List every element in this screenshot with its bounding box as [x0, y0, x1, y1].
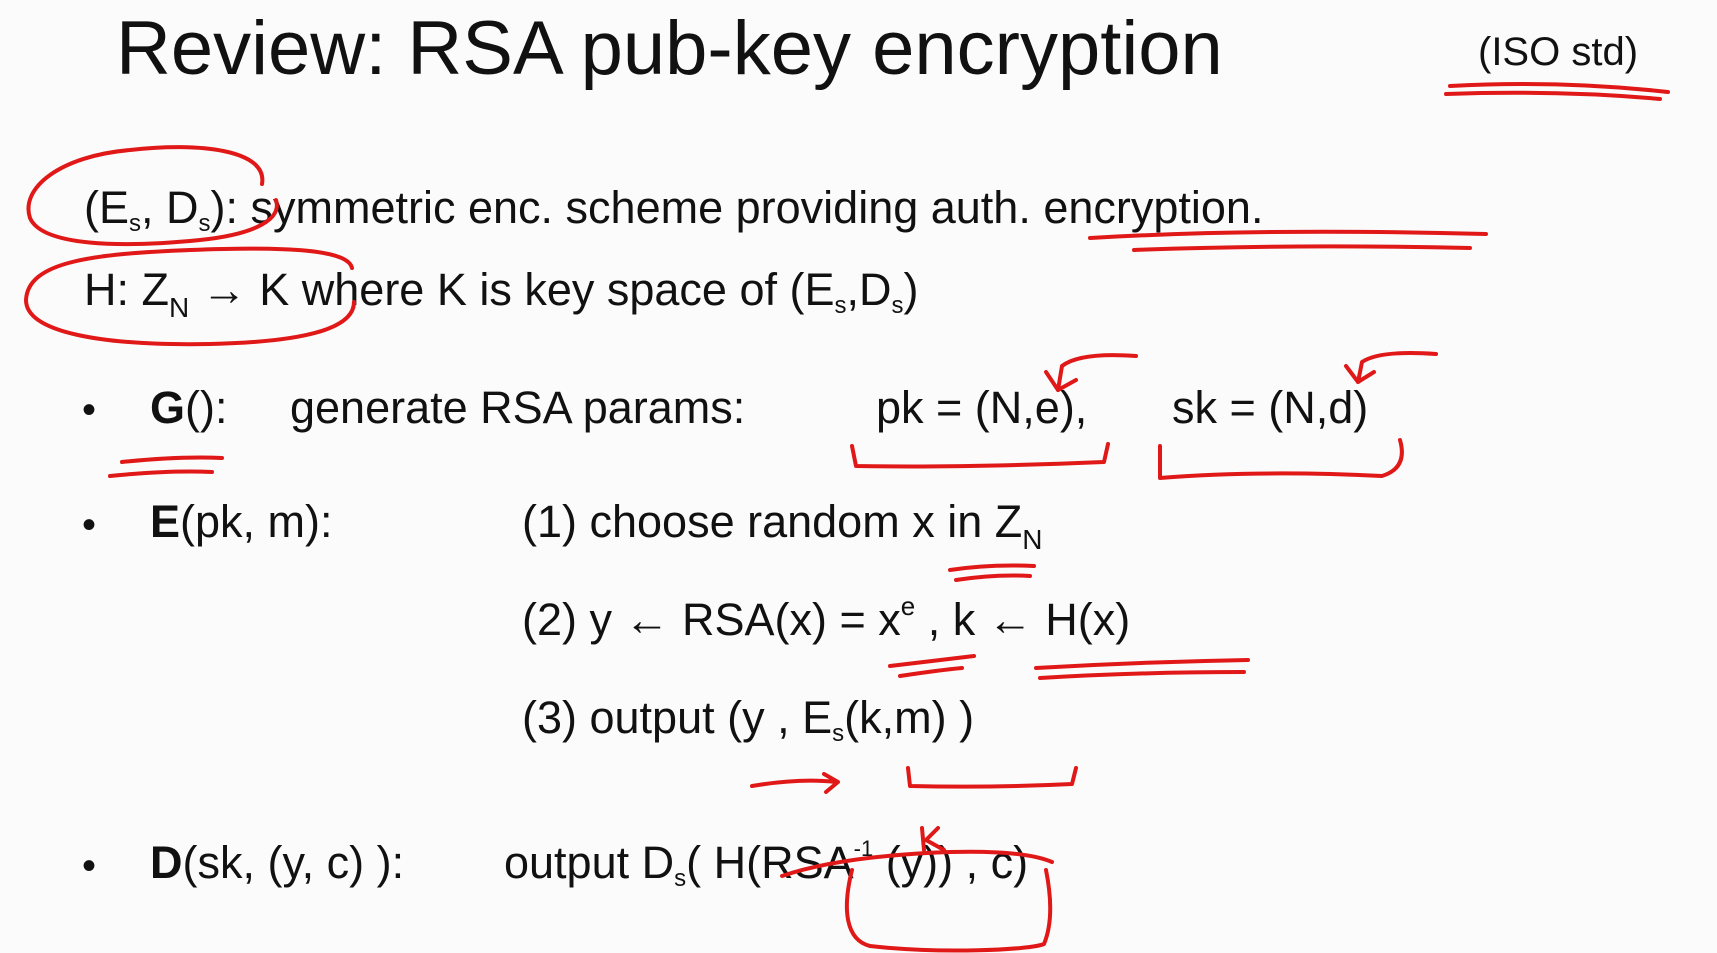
- bullet-e: •: [82, 503, 97, 547]
- ink-bracket-esk: [906, 766, 1078, 789]
- encrypt-label: E(pk, m):: [150, 496, 333, 547]
- keygen-desc: generate RSA params:: [290, 382, 746, 433]
- encrypt-step-2: (2) y ← RSA(x) = xe , k ← H(x): [522, 591, 1131, 645]
- hash-signature: H: ZN → K: [84, 264, 290, 323]
- ink-underline-k-hx: [1034, 658, 1250, 680]
- bullet-g: •: [82, 388, 97, 432]
- symmetric-scheme-line: (Es, Ds): symmetric enc. scheme providin…: [84, 180, 1263, 236]
- ink-underline-g: [108, 455, 224, 478]
- decrypt-output: output Ds( H(RSA-1 (y)) , c): [504, 836, 1029, 892]
- public-key: pk = (N,e),: [876, 382, 1088, 433]
- ink-underline-xe: [888, 654, 976, 678]
- ink-underline-x: [948, 563, 1036, 582]
- bullet-d: •: [82, 844, 97, 888]
- ink-bracket-sk: [1158, 438, 1404, 480]
- decrypt-label: D(sk, (y, c) ):: [150, 837, 405, 888]
- es-ds-pair: (Es, Ds):: [84, 182, 239, 237]
- ink-arrow-y: [750, 772, 840, 794]
- secret-key: sk = (N,d): [1172, 382, 1369, 433]
- encrypt-step-3: (3) output (y , Es(k,m) ): [522, 692, 975, 747]
- keygen-label: G():: [150, 382, 228, 433]
- symmetric-scheme-desc: symmetric enc. scheme providing auth. en…: [238, 182, 1264, 233]
- ink-underline-iso: [1444, 82, 1670, 101]
- slide-title: Review: RSA pub-key encryption: [116, 6, 1223, 91]
- ink-bracket-pk: [850, 442, 1110, 469]
- hash-function-line: H: ZN → K where K is key space of (Es,Ds…: [84, 264, 919, 323]
- encrypt-step-1: (1) choose random x in ZN: [522, 496, 1043, 555]
- iso-std-note: (ISO std): [1478, 30, 1639, 74]
- ink-arrow-sk: [1344, 351, 1438, 384]
